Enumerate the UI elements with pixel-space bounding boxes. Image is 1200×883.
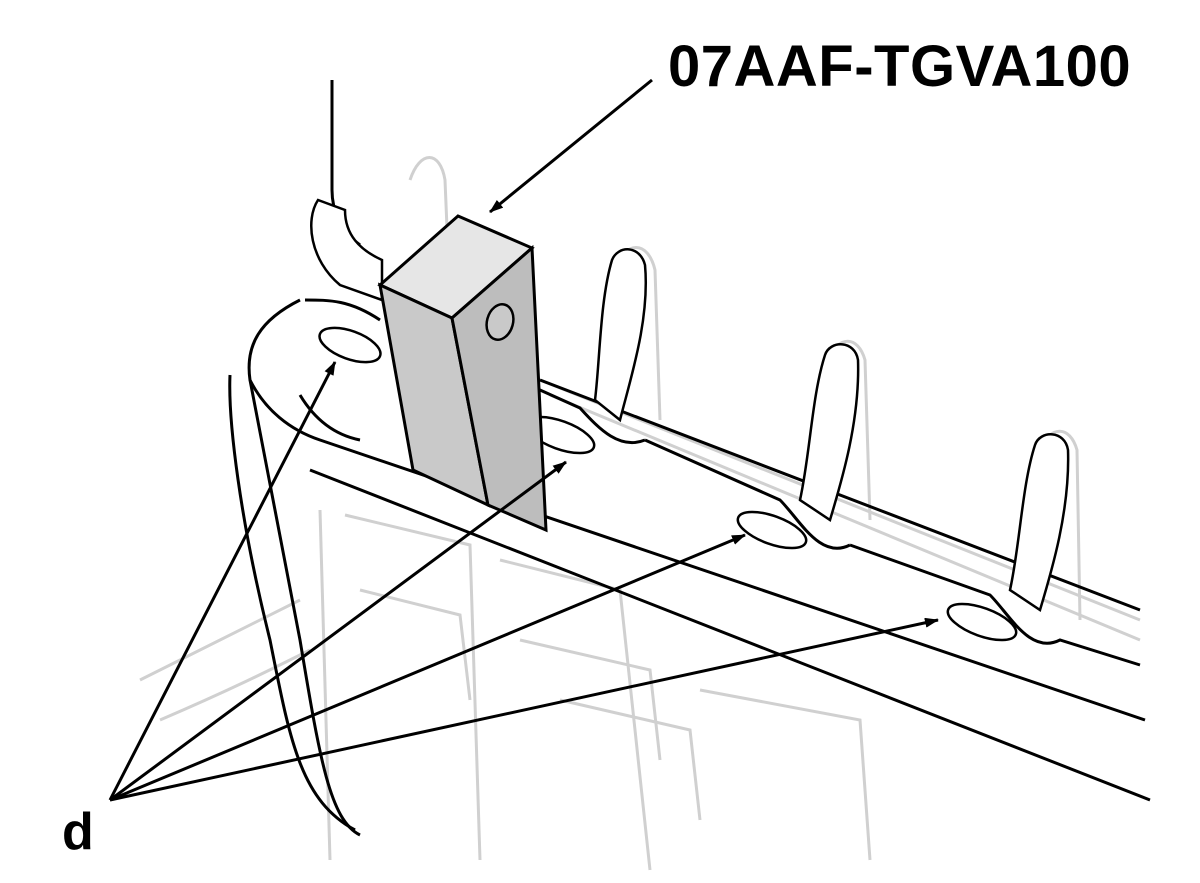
tool-side-face [450,244,548,533]
lock-tab-1 [318,326,382,364]
callout-arrows [108,78,939,802]
tool-hole [485,303,515,341]
callout-arrow-4 [109,617,939,802]
tool-callout-arrow [489,78,653,214]
lock-tab-4 [946,602,1018,642]
callout-arrow-3 [109,533,746,802]
callout-arrow-1 [108,361,337,801]
callout-arrow-2 [109,460,567,802]
special-tool [377,214,548,533]
reference-letter-label: d [62,803,94,861]
tool-number-label: 07AAF-TGVA100 [668,34,1132,99]
connector-body [228,80,1151,837]
lock-tab-3 [736,510,808,550]
